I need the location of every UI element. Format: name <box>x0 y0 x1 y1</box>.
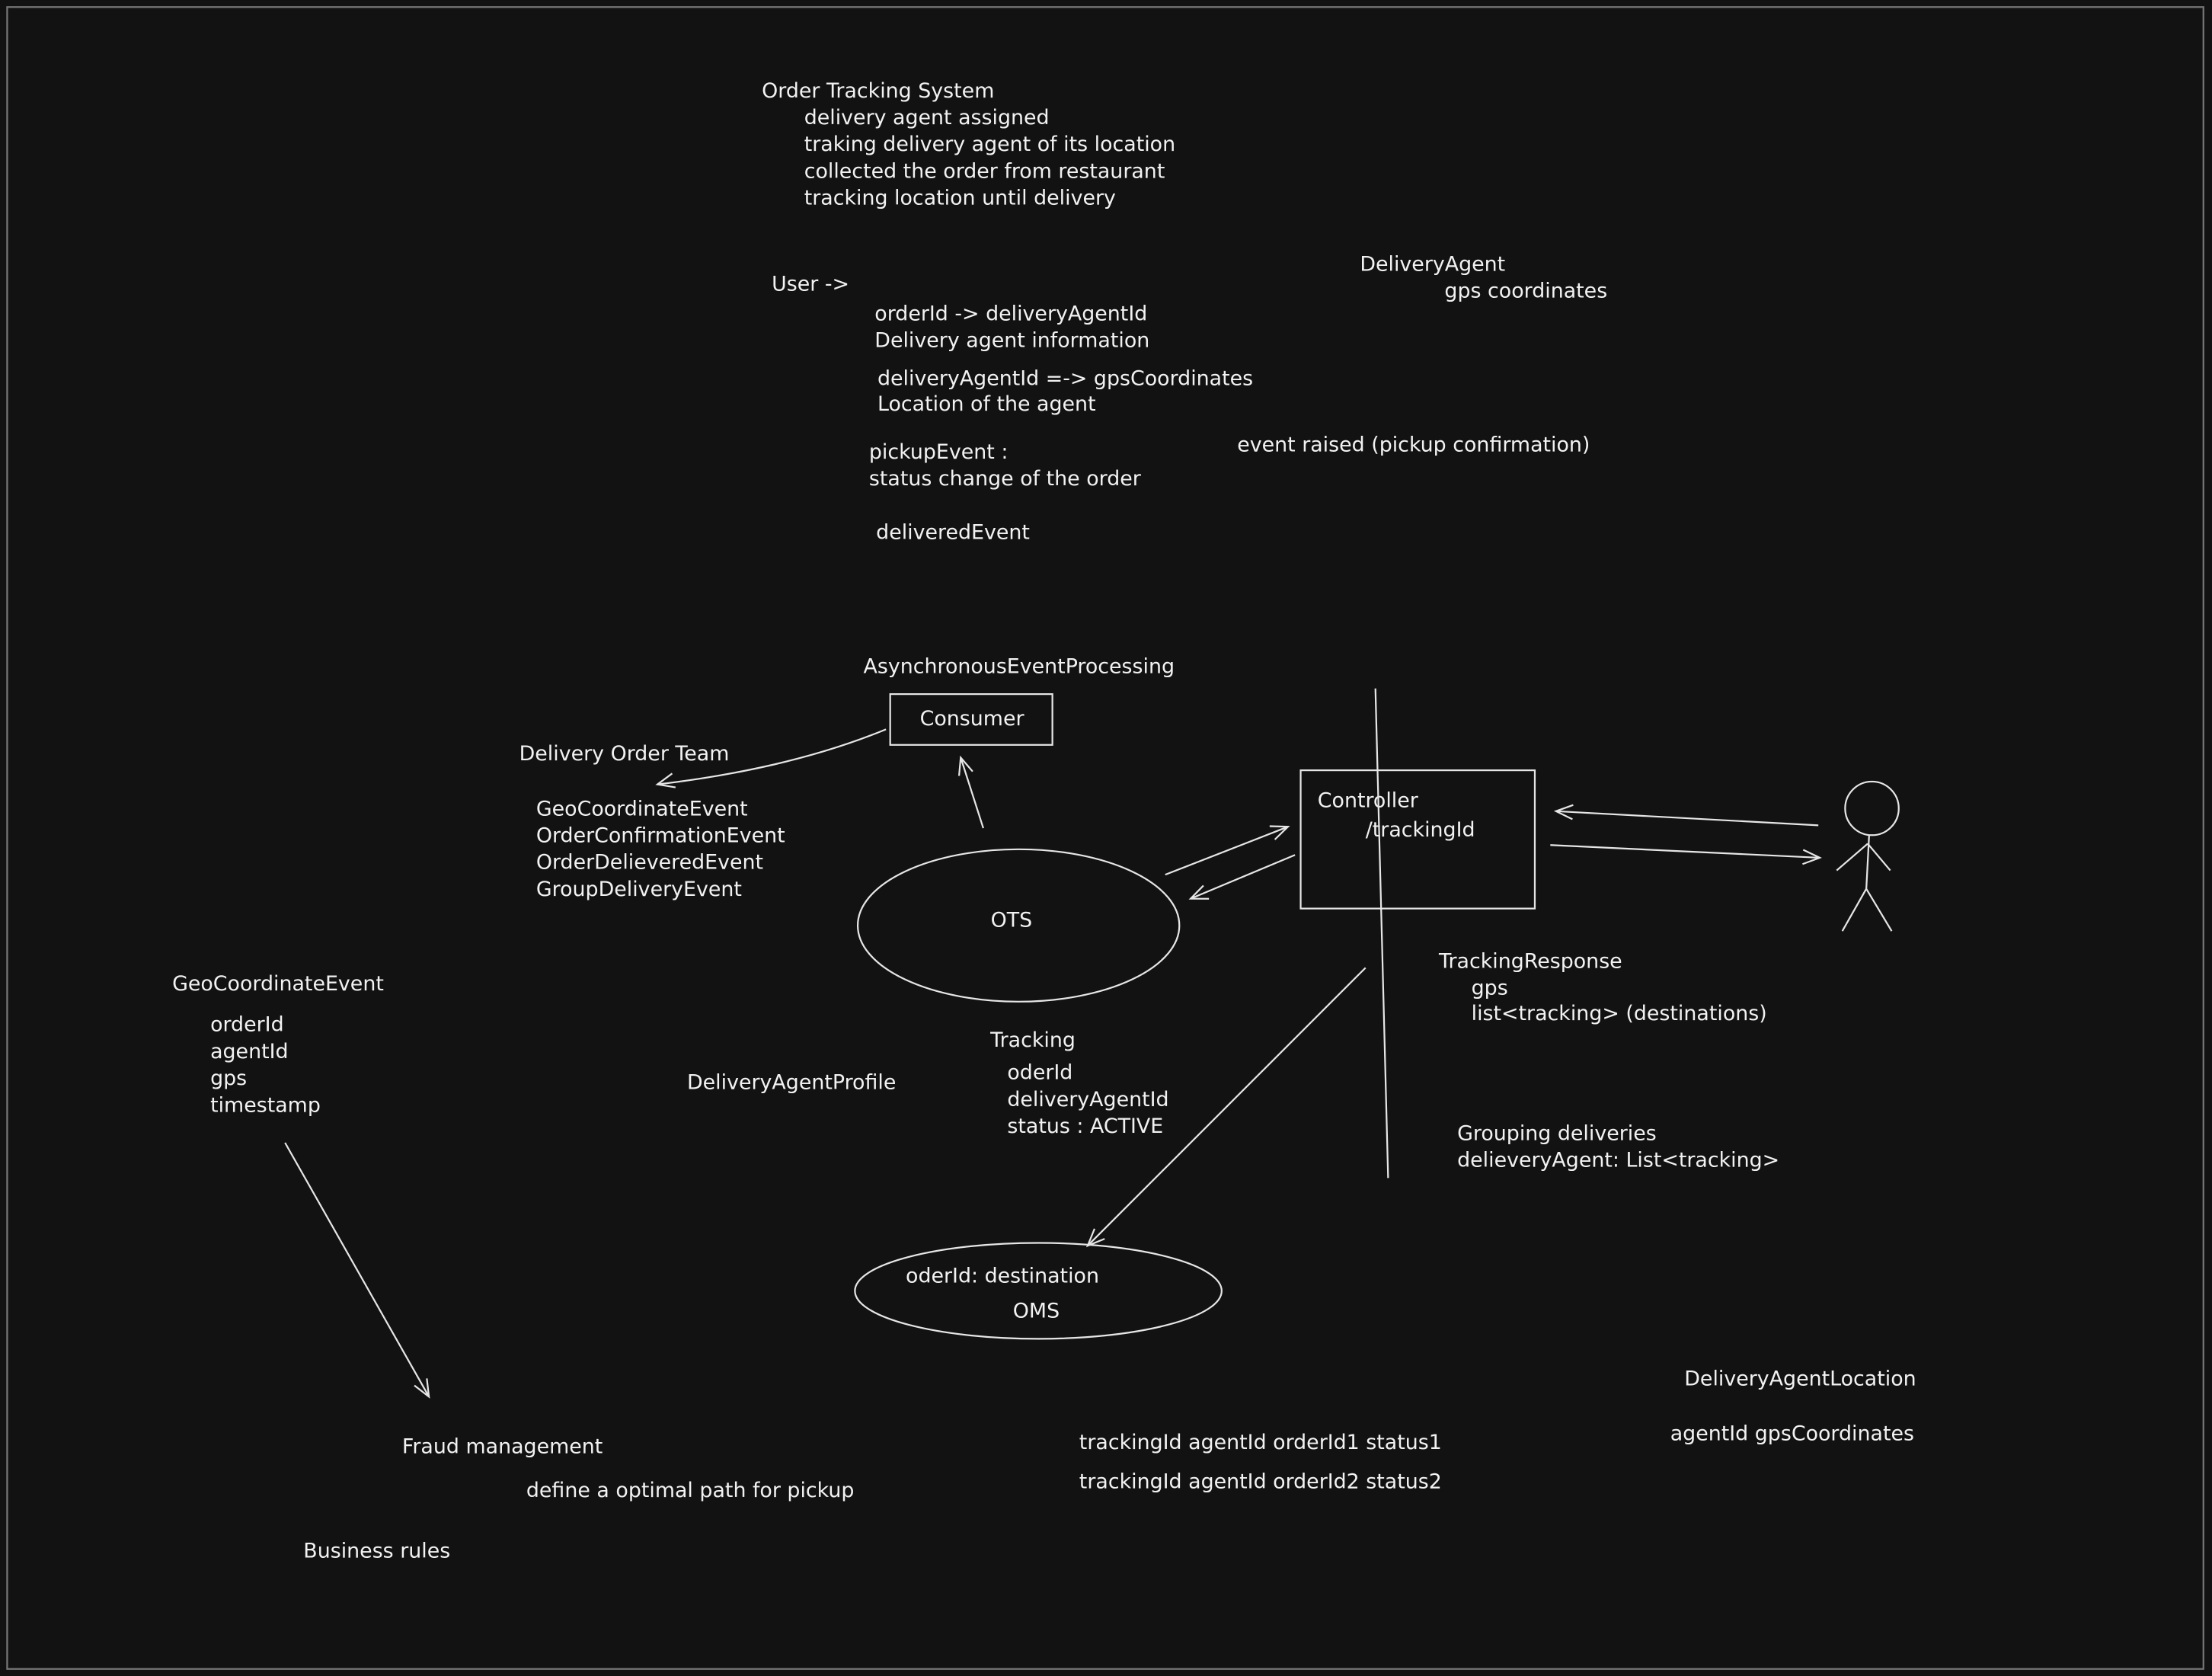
consumer-box[interactable] <box>889 693 1053 746</box>
tracking-response-field: list<tracking> (destinations) <box>1472 1002 1767 1025</box>
async-label: AsynchronousEventProcessing <box>863 654 1175 678</box>
notes-item: tracking location until delivery <box>804 187 1116 210</box>
event-raised: event raised (pickup confirmation) <box>1237 433 1590 457</box>
ots-label: OTS <box>991 909 1033 932</box>
arrow-ots-to-controller <box>1165 826 1289 876</box>
pickup-event: pickupEvent : <box>869 440 1009 464</box>
grouping-title: Grouping deliveries <box>1457 1121 1657 1145</box>
ots-ellipse[interactable] <box>856 848 1181 1003</box>
arrowhead-icon <box>655 772 676 788</box>
mapping-agent-gps-desc: Location of the agent <box>877 392 1096 416</box>
arrowhead-icon <box>1269 825 1290 840</box>
agent-location-title: DeliveryAgentLocation <box>1684 1367 1916 1391</box>
geo-event-field: gps <box>210 1067 247 1090</box>
fraud-management: Fraud management <box>402 1435 603 1458</box>
geo-event-field: agentId <box>210 1040 289 1063</box>
user-label: User -> <box>772 272 849 296</box>
delivered-event: deliveredEvent <box>876 520 1030 544</box>
mapping-agent-gps: deliveryAgentId =-> gpsCoordinates <box>877 367 1253 391</box>
agent-profile: DeliveryAgentProfile <box>687 1071 896 1095</box>
delivery-agent-field: gps coordinates <box>1444 280 1607 303</box>
oms-label: OMS <box>1013 1300 1060 1323</box>
arrow-controller-to-oms <box>1087 967 1367 1246</box>
canvas-frame <box>6 6 2204 1670</box>
mapping-order-agent-desc: Delivery agent information <box>874 329 1149 353</box>
tracking-response-field: gps <box>1472 977 1508 1000</box>
controller-label: Controller <box>1318 788 1419 812</box>
arrow-geo-to-fraud <box>284 1142 430 1397</box>
arrow-consumer-to-team <box>657 728 887 785</box>
business-rules: Business rules <box>303 1539 450 1562</box>
pickup-event-desc: status change of the order <box>869 467 1142 491</box>
event-item: OrderDelieveredEvent <box>536 851 763 875</box>
arrowhead-icon <box>414 1378 430 1399</box>
tracking-field: oderId <box>1007 1061 1072 1085</box>
arrow-controller-to-user <box>1550 844 1820 859</box>
arrowhead-icon <box>957 755 973 776</box>
arrow-user-to-controller <box>1555 810 1819 827</box>
arrowhead-icon <box>1085 1228 1105 1248</box>
arrowhead-icon <box>1553 804 1574 820</box>
notes-title: Order Tracking System <box>762 79 994 103</box>
controller-box[interactable] <box>1299 769 1536 910</box>
tracking-response-title: TrackingResponse <box>1438 949 1622 973</box>
tracking-row: trackingId agentId orderId1 status1 <box>1079 1431 1442 1454</box>
tracking-row: trackingId agentId orderId2 status2 <box>1079 1470 1442 1494</box>
geo-event-field: orderId <box>210 1013 284 1037</box>
arrow-ots-to-consumer <box>960 757 984 829</box>
delivery-order-team: Delivery Order Team <box>519 742 730 766</box>
event-item: GroupDeliveryEvent <box>536 878 742 901</box>
user-actor-icon <box>1836 780 1900 932</box>
tracking-title: Tracking <box>989 1028 1076 1052</box>
grouping-field: delieveryAgent: List<tracking> <box>1457 1148 1779 1172</box>
notes-item: delivery agent assigned <box>804 106 1050 130</box>
optimal-path: define a optimal path for pickup <box>526 1479 855 1502</box>
oms-ellipse[interactable] <box>854 1242 1223 1340</box>
tracking-field: status : ACTIVE <box>1007 1115 1163 1138</box>
controller-path: /trackingId <box>1366 818 1475 842</box>
oms-field: oderId: destination <box>906 1264 1099 1287</box>
notes-item: collected the order from restaurant <box>804 159 1165 183</box>
geo-event-field: timestamp <box>210 1093 321 1117</box>
geo-event-title: GeoCoordinateEvent <box>172 972 384 996</box>
delivery-agent-title: DeliveryAgent <box>1360 253 1505 277</box>
arrowhead-icon <box>1188 884 1210 900</box>
agent-location-fields: agentId gpsCoordinates <box>1670 1422 1914 1446</box>
mapping-order-agent: orderId -> deliveryAgentId <box>874 302 1147 325</box>
divider-line <box>1374 688 1389 1179</box>
arrowhead-icon <box>1802 849 1822 865</box>
consumer-label: Consumer <box>920 707 1025 731</box>
event-item: GeoCoordinateEvent <box>536 797 748 820</box>
notes-item: traking delivery agent of its location <box>804 133 1175 156</box>
arrow-controller-to-ots <box>1190 854 1296 900</box>
tracking-field: deliveryAgentId <box>1007 1088 1168 1111</box>
event-item: OrderConfirmationEvent <box>536 824 785 848</box>
